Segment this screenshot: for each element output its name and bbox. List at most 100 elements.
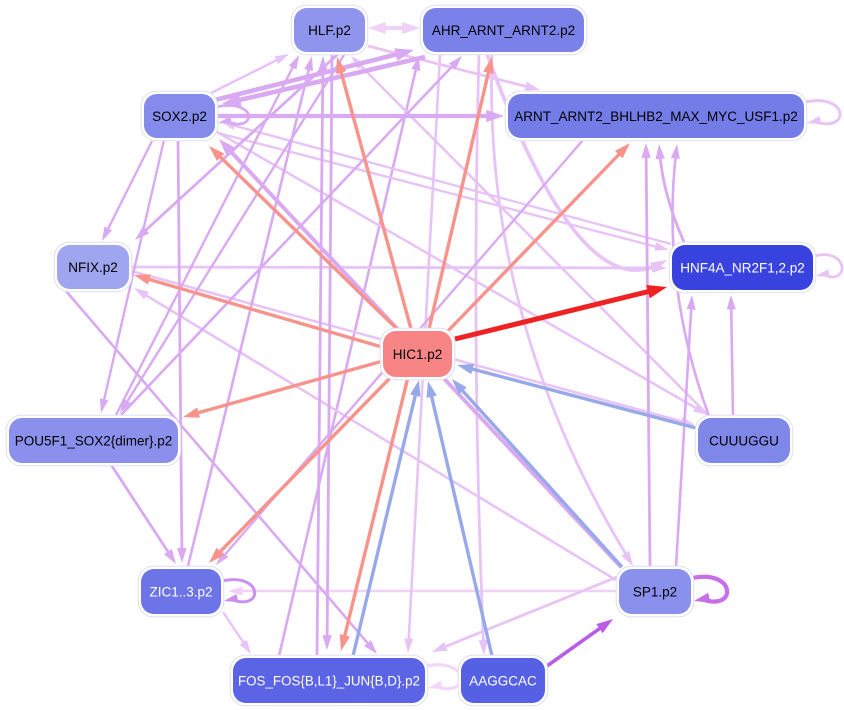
arrowhead-HNF4A	[726, 295, 736, 310]
node-box-SP1	[619, 569, 691, 614]
node-ZIC1[interactable]: ZIC1..3.p2	[137, 565, 225, 618]
node-AHR[interactable]: AHR_ARNT_ARNT2.p2	[419, 4, 588, 56]
edge-line-HIC1-ZIC1	[213, 375, 393, 558]
edge-line-AHR-AAGGCAC	[474, 53, 486, 647]
edge-line-SP1-HIC1	[456, 384, 624, 569]
node-ARNT[interactable]: ARNT_ARNT2_BHLHB2_MAX_MYC_USF1.p2	[504, 90, 808, 142]
arrowhead-FOS	[432, 642, 448, 652]
edge-line-ZIC1-FOS	[222, 611, 248, 649]
node-HLF[interactable]: HLF.p2	[290, 4, 369, 56]
edge-ZIC1-HLF	[186, 56, 313, 567]
edge-HLF-POU5F1	[120, 54, 346, 413]
node-SOX2[interactable]: SOX2.p2	[140, 90, 219, 142]
edge-layer	[65, 21, 844, 691]
node-box-HIC1	[383, 331, 452, 377]
edge-line-SP1-ARNT	[644, 151, 652, 568]
edge-line-HIC1-ARNT	[444, 148, 626, 335]
node-NFIX[interactable]: NFIX.p2	[53, 241, 133, 293]
node-CUUUGGU[interactable]: CUUUGGU	[694, 414, 794, 467]
self-loop-FOS	[425, 663, 463, 691]
edge-line-FOS-AHR	[277, 63, 419, 657]
self-loop-line-SOX2	[215, 104, 250, 126]
edge-SOX2-HLF	[210, 54, 289, 95]
node-box-ZIC1	[141, 569, 221, 614]
edge-line-HLF-NFIX	[140, 52, 339, 236]
node-label-HLF: HLF.p2	[308, 23, 351, 38]
arrowhead-FOS	[339, 634, 350, 651]
edge-HIC1-SOX2	[209, 146, 401, 333]
edge-NFIX-FOS	[65, 290, 377, 654]
edge-line-NFIX-FOS	[65, 290, 373, 649]
edge-SOX2-NFIX	[102, 140, 154, 241]
edge-FOS-HLF	[315, 56, 328, 656]
node-box-FOS	[233, 658, 425, 703]
node-label-AAGGCAC: AAGGCAC	[469, 673, 537, 688]
self-loop-line-FOS	[425, 663, 463, 691]
edge-line-AAGGCAC-SP1	[545, 622, 607, 668]
self-loop-line-ZIC1	[221, 578, 257, 604]
self-loop-line-HNF4A	[813, 253, 844, 279]
edge-HLF-NFIX	[135, 52, 339, 240]
arrowhead-HLF	[304, 56, 313, 72]
edge-AHR-AAGGCAC	[474, 53, 489, 655]
edge-line-SOX2-NFIX	[104, 140, 154, 235]
node-HIC1[interactable]: HIC1.p2	[379, 327, 456, 381]
edge-line-HIC1-FOS	[341, 376, 410, 643]
arrowhead-FOS	[322, 635, 332, 650]
edge-AAGGCAC-HIC1	[426, 381, 494, 657]
edge-line-ZIC1-HLF	[186, 63, 312, 567]
edge-line-POU5F1-ZIC1	[108, 462, 173, 558]
edge-line-HIC1-AHR	[427, 65, 492, 330]
edge-line-HNF4A-ARNT	[658, 152, 686, 243]
edge-SOX2-HNF4A	[217, 131, 669, 251]
edge-line-AAGGCAC-HIC1	[428, 389, 494, 657]
arrowhead-ARNT	[670, 144, 680, 159]
node-box-AAGGCAC	[461, 658, 545, 703]
arrowhead-ZIC1	[177, 548, 187, 563]
edge-SOX2-CUUUGGU	[216, 130, 708, 415]
self-loop-HNF4A	[813, 253, 844, 279]
node-HNF4A[interactable]: HNF4A_NR2F1,2.p2	[668, 241, 817, 294]
edge-line-CUUUGGU-HLF	[355, 60, 709, 416]
edge-line-SP1-HNF4A	[674, 302, 693, 568]
node-SP1[interactable]: SP1.p2	[615, 565, 695, 618]
edge-line-HNF4A-SOX2	[228, 122, 672, 246]
arrowhead-HLF	[288, 55, 299, 70]
arrowhead-ARNT	[524, 81, 540, 91]
node-label-SP1: SP1.p2	[633, 584, 677, 599]
arrowhead-HIC1	[457, 363, 474, 375]
edge-HIC1-ARNT	[444, 143, 630, 335]
edge-HIC1-AHR	[427, 57, 494, 330]
edge-line-HLF-FOS	[325, 54, 334, 642]
node-POU5F1[interactable]: POU5F1_SOX2{dimer}.p2	[5, 414, 182, 467]
node-label-FOS: FOS_FOS{B,L1}_JUN{B,D}.p2	[238, 673, 420, 688]
edge-line-SOX2-HNF4A	[217, 131, 662, 250]
edge-line-SOX2-ZIC1	[176, 139, 184, 555]
edge-line-HLF-POU5F1	[123, 54, 346, 408]
edge-POU5F1-AHR	[120, 56, 462, 416]
arrowhead-ZIC1	[228, 586, 243, 596]
arrowhead-FOS	[404, 638, 414, 653]
edge-line-HIC1-HNF4A	[454, 287, 658, 342]
edge-HNF4A-ARNT	[655, 144, 686, 243]
arrowhead-AAGGCAC	[478, 639, 489, 655]
arrowhead-ARNT	[641, 143, 651, 158]
node-FOS[interactable]: FOS_FOS{B,L1}_JUN{B,D}.p2	[229, 654, 429, 707]
node-box-CUUUGGU	[698, 418, 790, 463]
node-AAGGCAC[interactable]: AAGGCAC	[457, 654, 549, 707]
edge-line-FOS-HIC1	[351, 388, 419, 657]
self-loop-ARNT	[804, 99, 842, 126]
node-box-HNF4A	[672, 245, 813, 290]
edge-line-SP1-NFIX	[140, 291, 617, 582]
edge-line-SOX2-HLF	[210, 56, 283, 95]
edge-HIC1-HLF	[336, 57, 413, 330]
arrowhead-NFIX	[102, 226, 113, 241]
edge-line-HIC1-NFIX	[142, 275, 383, 349]
edge-line-SOX2-CUUUGGU	[216, 130, 702, 413]
node-box-POU5F1	[9, 418, 178, 463]
arrowhead-HLF	[274, 54, 289, 65]
arrowhead-HNF4A	[654, 242, 669, 251]
node-box-AHR	[423, 8, 584, 52]
node-label-NFIX: NFIX.p2	[68, 260, 118, 275]
node-label-SOX2: SOX2.p2	[152, 109, 207, 124]
